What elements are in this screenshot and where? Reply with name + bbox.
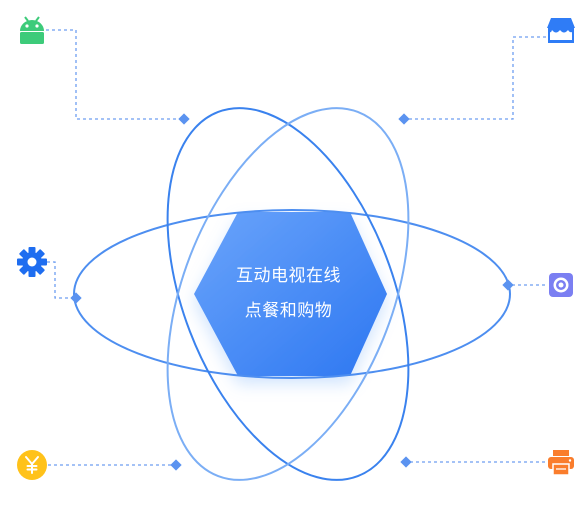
connector-android xyxy=(46,29,184,120)
node-mid-right xyxy=(502,279,514,291)
connector-store xyxy=(404,36,546,120)
connector-gear xyxy=(47,261,76,299)
center-title-line-1: 互动电视在线 xyxy=(236,266,341,286)
target-icon xyxy=(549,273,573,297)
connectors xyxy=(46,29,546,466)
store-icon xyxy=(547,18,575,43)
android-icon xyxy=(20,16,44,44)
node-top-left xyxy=(178,113,190,125)
orbits xyxy=(73,107,511,481)
gear-icon xyxy=(17,247,47,277)
orbit-tilted-right xyxy=(166,107,410,481)
core-hexagon xyxy=(194,212,387,376)
printer-icon xyxy=(548,450,574,476)
node-top-right xyxy=(398,113,410,125)
center-title-line-2: 点餐和购物 xyxy=(244,301,333,321)
node-bottom-left xyxy=(170,459,182,471)
orbit-horizontal xyxy=(73,209,511,379)
node-bottom-right xyxy=(400,456,412,468)
yen-icon xyxy=(17,450,47,480)
orbit-tilted-left xyxy=(166,107,410,481)
